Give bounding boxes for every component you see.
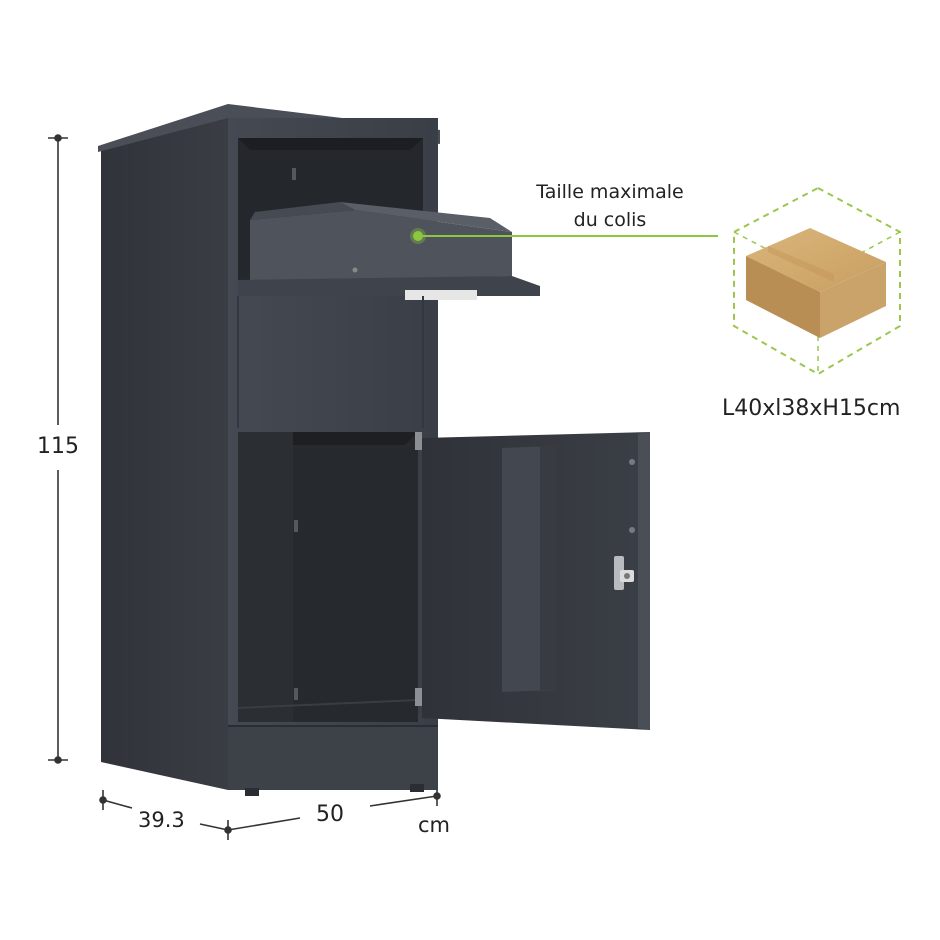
cabinet-base (228, 726, 438, 790)
hinge-icon (415, 432, 422, 450)
parcel-size-callout (410, 228, 718, 244)
parcel-size-title: Taille maximale du colis (510, 178, 710, 234)
unit-label: cm (418, 813, 451, 837)
hinge-icon (415, 688, 422, 706)
cabinet-foot (245, 788, 259, 796)
depth-dimension-line (102, 799, 133, 809)
parcel-title-line1: Taille maximale (536, 181, 684, 203)
parcel-size-label: L40xl38xH15cm (722, 396, 901, 421)
width-label: 50 (316, 802, 344, 827)
open-door (422, 432, 650, 730)
cardboard-box-icon (733, 186, 901, 376)
cabinet-foot (410, 784, 424, 792)
parcel-box-cabinet (98, 104, 540, 796)
height-label: 115 (37, 434, 79, 459)
dimension-lines (48, 134, 441, 840)
mail-flap (238, 202, 540, 300)
lock-icon (614, 556, 634, 590)
cabinet-side-panel (101, 116, 228, 790)
depth-label: 39.3 (138, 808, 185, 832)
parcel-title-line2: du colis (573, 209, 647, 231)
mail-flap-handle (405, 290, 477, 300)
width-dimension-line (227, 817, 301, 831)
